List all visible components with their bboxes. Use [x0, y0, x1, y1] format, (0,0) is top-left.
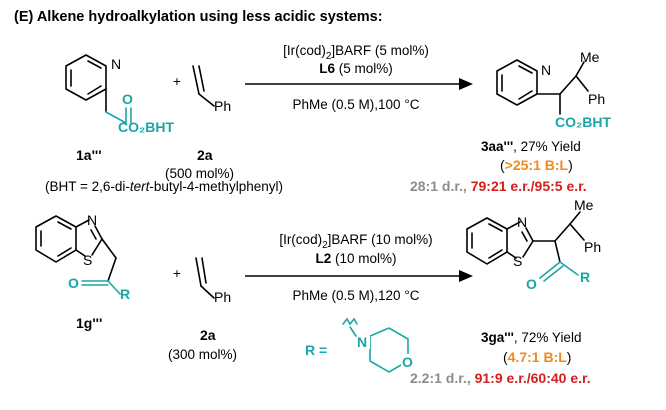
reaction-arrow-head-2: [459, 270, 473, 282]
alkene-label-1: 2a: [197, 147, 213, 163]
styrene-structure-1: [192, 65, 215, 107]
selectivity-2: (4.7:1 B:L): [503, 349, 571, 365]
pyridine-nitrogen-3aa: N: [541, 62, 551, 78]
phenyl-label-3ga: Ph: [584, 239, 601, 255]
r-group-1g: R: [120, 286, 130, 302]
methyl-label-3ga: Me: [574, 197, 594, 213]
morpholine-oxygen: O: [402, 354, 413, 370]
alkene-amount-1: (500 mol%): [165, 166, 234, 181]
morpholine-structure: [342, 317, 409, 373]
r-group-3ga: R: [580, 269, 590, 285]
product-3aa-structure: [496, 59, 589, 115]
product-result-1: 3aa''', 27% Yield: [481, 139, 581, 154]
carbonyl-oxygen-3ga: O: [526, 276, 537, 292]
catalyst-2: [Ir(cod)2]BARF (10 mol%): [279, 232, 432, 251]
reaction-arrow-head-1: [459, 78, 473, 90]
pyridine-nitrogen-1a: N: [111, 56, 121, 72]
thiazole-nitrogen-3ga: N: [517, 214, 527, 230]
thiazole-nitrogen-1g: N: [87, 212, 97, 228]
stereoselectivity-1: 28:1 d.r., 79:21 e.r./95:5 e.r.: [410, 178, 587, 194]
product-3ga-structure: [466, 211, 585, 282]
alkene-label-2: 2a: [200, 327, 216, 343]
thiazole-sulfur-3ga: S: [513, 253, 522, 269]
substrate-1a-structure: [65, 54, 132, 124]
conditions-2: PhMe (0.5 M),120 °C: [293, 288, 420, 303]
phenyl-label-styrene-1: Ph: [214, 98, 231, 114]
ligand-1: L6 (5 mol%): [319, 61, 393, 76]
ester-group-3aa: CO₂BHT: [555, 114, 611, 130]
r-group-definition-label: R =: [305, 342, 327, 358]
carbonyl-oxygen-1g: O: [68, 275, 79, 291]
stereoselectivity-2: 2.2:1 d.r., 91:9 e.r./60:40 e.r.: [410, 370, 591, 386]
morpholine-nitrogen: N: [357, 334, 367, 350]
thiazole-sulfur-1g: S: [83, 252, 92, 268]
selectivity-1: (>25:1 B:L): [500, 157, 573, 173]
phenyl-label-3aa: Ph: [588, 91, 605, 107]
carbonyl-oxygen-1a: O: [122, 91, 133, 107]
ligand-2: L2 (10 mol%): [315, 251, 396, 266]
phenyl-label-styrene-2: Ph: [214, 289, 231, 305]
ester-group-1a: CO₂BHT: [118, 119, 174, 135]
substrate-label-1a: 1a''': [76, 147, 102, 163]
styrene-structure-2: [195, 257, 215, 299]
product-result-2: 3ga''', 72% Yield: [481, 330, 581, 345]
conditions-1: PhMe (0.5 M),100 °C: [293, 97, 420, 112]
scheme-title: (E) Alkene hydroalkylation using less ac…: [14, 9, 383, 25]
alkene-amount-2: (300 mol%): [168, 347, 237, 362]
plus-sign-1: +: [173, 74, 181, 89]
plus-sign-2: +: [173, 266, 181, 281]
bht-definition: (BHT = 2,6-di-tert-butyl-4-methylphenyl): [45, 179, 283, 194]
catalyst-1: [Ir(cod)2]BARF (5 mol%): [283, 43, 429, 62]
substrate-1g-structure: [35, 215, 121, 295]
substrate-label-1g: 1g''': [76, 315, 102, 331]
methyl-label-3aa: Me: [580, 49, 600, 65]
